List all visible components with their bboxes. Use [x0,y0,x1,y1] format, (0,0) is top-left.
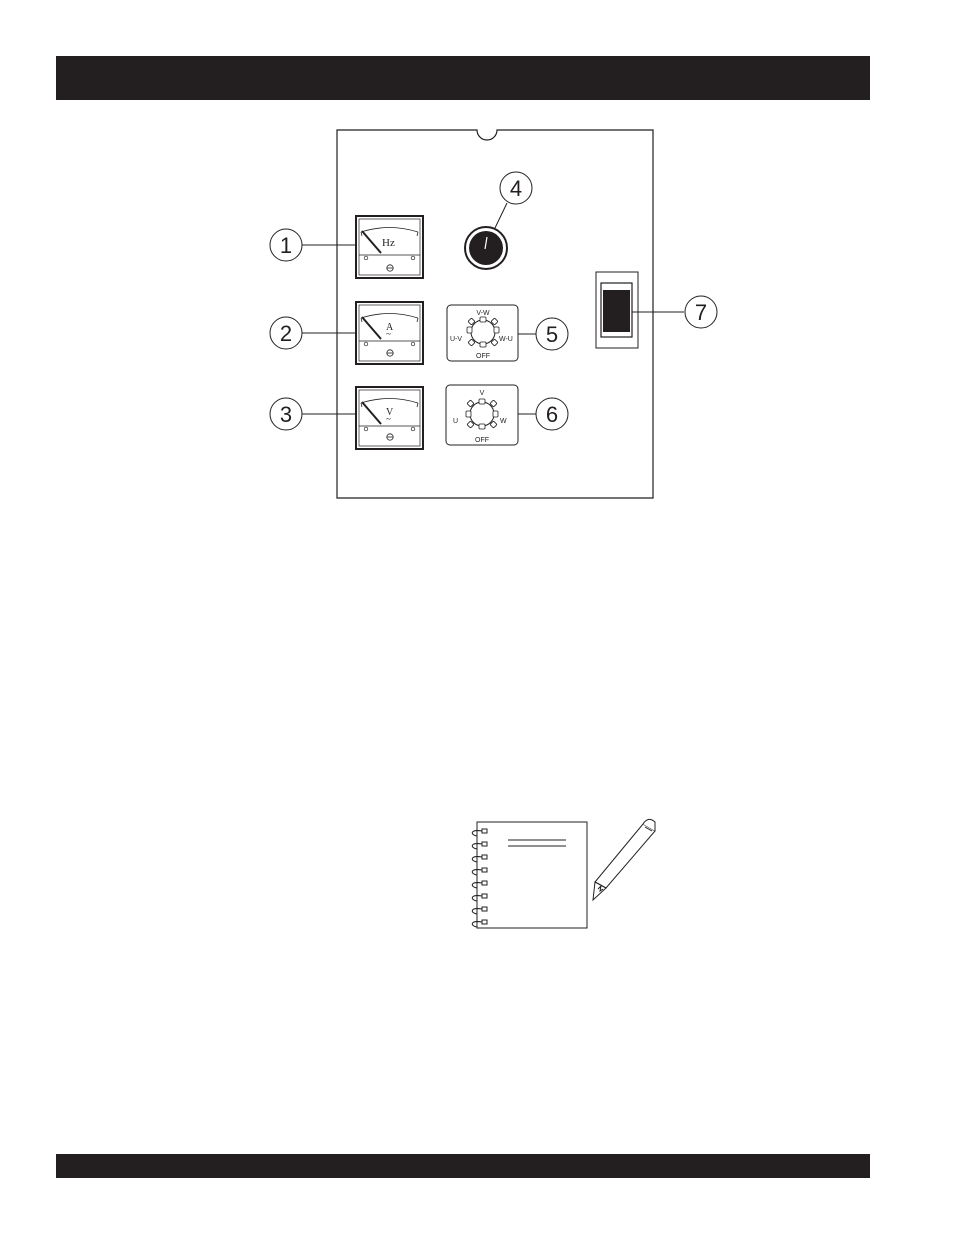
callout-2: 2 [270,317,302,349]
meter-ac-symbol: ~ [386,414,391,424]
callout-4: 4 [500,172,532,204]
callout-number: 4 [510,176,522,201]
switch-position-label: W [500,418,507,425]
callout-number: 1 [280,233,292,258]
callout-number: 5 [546,322,558,347]
switch-position-label: OFF [476,353,490,360]
switch-position-label: U-V [450,336,462,343]
voltmeter: V ~ [356,387,423,449]
callout-number: 7 [695,300,707,325]
callout-number: 3 [280,402,292,427]
switch-position-label: V [480,390,485,397]
voltmeter-phase-selector: V U W OFF [446,385,518,445]
frequency-meter: Hz [356,216,423,278]
meter-ac-symbol: ~ [386,329,391,339]
circuit-breaker-icon [596,272,638,348]
ammeter: A ~ [356,302,423,364]
callout-number: 2 [280,321,292,346]
switch-position-label: W-U [499,336,513,343]
notebook-pencil-icon [472,819,655,928]
callout-1: 1 [270,229,302,261]
callout-5: 5 [536,318,568,350]
ammeter-phase-selector: V-W U-V W-U OFF [447,305,518,361]
switch-position-label: OFF [475,437,489,444]
knob-icon [465,227,507,269]
callout-7: 7 [685,296,717,328]
callout-6: 6 [536,398,568,430]
switch-position-label: V-W [476,310,490,317]
meter-unit-label: Hz [382,237,395,249]
callout-3: 3 [270,398,302,430]
switch-position-label: U [453,418,458,425]
callout-number: 6 [546,402,558,427]
